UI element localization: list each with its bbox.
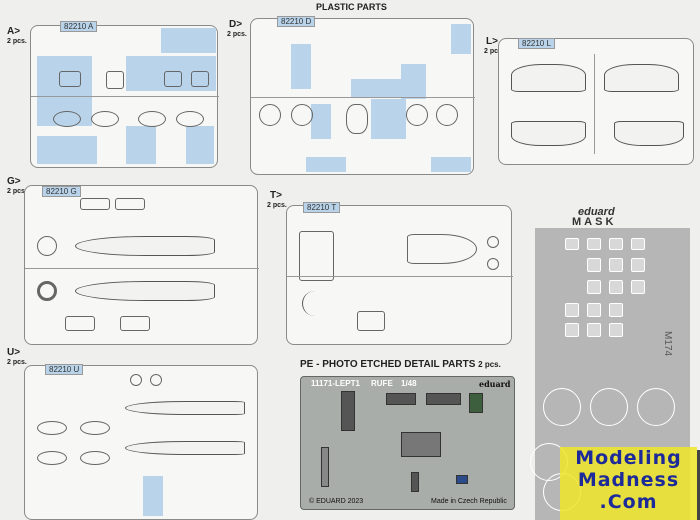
sprue-d-code: 82210 D: [277, 16, 316, 27]
pe-scale: 1/48: [401, 379, 417, 388]
pe-qty: 2 pcs.: [478, 360, 501, 369]
sprue-u: [24, 365, 258, 520]
sprue-u-letter: U>: [7, 347, 21, 358]
modelingmadness-watermark: Modeling Madness .Com: [560, 447, 697, 520]
sprue-g-letter: G>: [7, 176, 21, 187]
pe-origin: Made in Czech Republic: [431, 498, 507, 505]
sprue-u-qty: 2 pcs.: [7, 359, 27, 366]
sprue-a-code: 82210 A: [60, 21, 98, 32]
sprue-l-qty: 2 pcs.: [484, 48, 504, 55]
mask-title: MASK: [572, 216, 617, 228]
pe-copyright: © EDUARD 2023: [309, 498, 364, 505]
sprue-t-qty: 2 pcs.: [267, 202, 287, 209]
sprue-a-letter: A>: [7, 26, 21, 37]
sprue-d-qty: 2 pcs.: [227, 31, 247, 38]
sprue-g: [24, 185, 259, 345]
sprue-g-qty: 2 pcs.: [7, 188, 27, 195]
sprue-t-letter: T>: [270, 190, 282, 201]
sprue-u-code: 82210 U: [45, 364, 84, 375]
sprue-a: [30, 25, 219, 168]
sprue-a-qty: 2 pcs.: [7, 38, 27, 45]
watermark-line2: Madness: [577, 469, 680, 491]
watermark-line3: .Com: [599, 491, 658, 513]
mask-code: M174: [662, 330, 674, 357]
sprue-d: [250, 18, 475, 175]
pe-fret: 11171-LEPT1 RUFE 1/48 eduard © EDUARD 20…: [300, 376, 515, 510]
sprue-t-code: 82210 T: [303, 202, 341, 213]
watermark-line1: Modeling: [575, 447, 682, 469]
pe-code: 11171-LEPT1: [311, 379, 360, 388]
page-title: PLASTIC PARTS: [316, 2, 387, 12]
sprue-d-letter: D>: [229, 19, 243, 30]
sprue-t: [286, 205, 513, 345]
pe-name: RUFE: [371, 379, 393, 388]
sprue-l-letter: L>: [486, 36, 498, 47]
pe-heading: PE - PHOTO ETCHED DETAIL PARTS 2 pcs.: [300, 359, 501, 370]
pe-brand: eduard: [479, 379, 511, 389]
sprue-l: [498, 38, 694, 165]
mask-brand: eduard: [578, 206, 615, 218]
sprue-g-code: 82210 G: [42, 186, 81, 197]
sprue-l-code: 82210 L: [518, 38, 555, 49]
pe-heading-text: PE - PHOTO ETCHED DETAIL PARTS: [300, 359, 476, 370]
